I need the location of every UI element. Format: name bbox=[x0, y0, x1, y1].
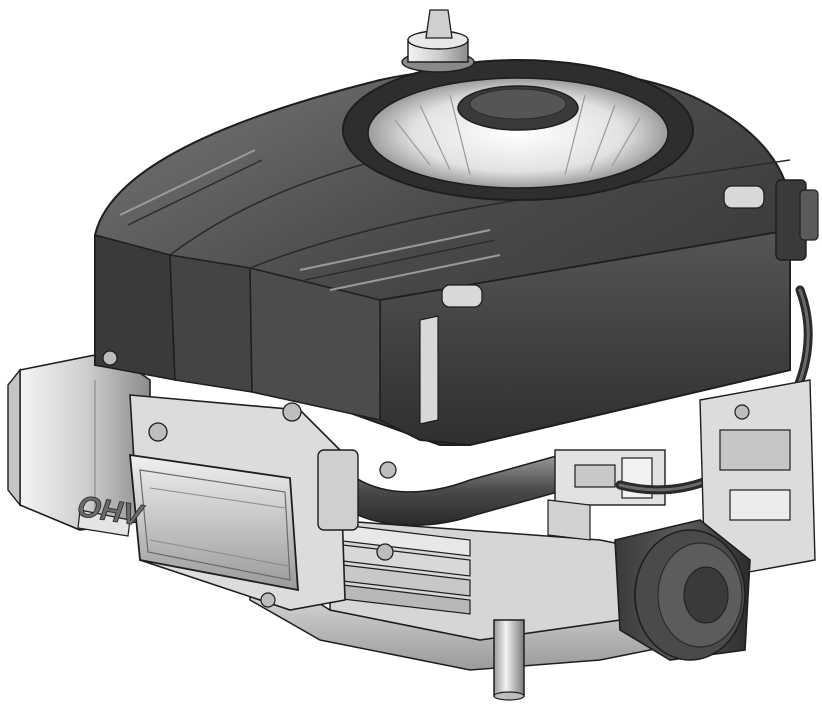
spark-plug-connector bbox=[775, 179, 819, 261]
crankshaft bbox=[493, 619, 525, 701]
shroud-fasteners bbox=[102, 185, 765, 420]
oil-filter bbox=[614, 519, 751, 661]
carburetor bbox=[547, 449, 666, 541]
oil-fill-cap bbox=[401, 9, 475, 73]
valve-cover: OHV bbox=[72, 453, 299, 592]
air-intake-screen bbox=[342, 59, 694, 201]
intake-pipe bbox=[317, 449, 566, 531]
right-side-parts bbox=[699, 379, 816, 581]
muffler-shield bbox=[7, 351, 151, 537]
